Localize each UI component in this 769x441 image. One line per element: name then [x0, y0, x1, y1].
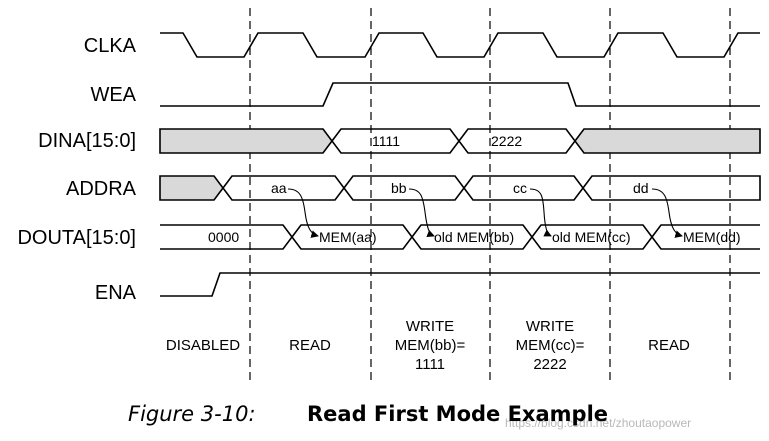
caption-number: Figure 3-10:: [128, 402, 256, 426]
arrow-aa-to-mem-aa: [287, 188, 319, 238]
addra-value-dd: dd: [633, 180, 649, 196]
phase-read-1: READ: [289, 337, 331, 354]
dina-bus: 1111 2222: [159, 128, 761, 154]
clock-edge-guides: [249, 8, 731, 385]
addra-bus: aa bb cc dd: [159, 175, 761, 201]
wea-waveform: [160, 82, 760, 107]
signal-label-dina: DINA[15:0]: [38, 130, 136, 152]
dina-value-1111: 1111: [372, 133, 400, 149]
signal-label-addra: ADDRA: [66, 178, 137, 200]
arrow-bb-to-old-mem-bb: [408, 188, 435, 238]
signal-label-clka: CLKA: [84, 35, 137, 57]
phase-write-bb-line-3: 1111: [415, 356, 445, 373]
douta-value-0000: 0000: [208, 229, 239, 245]
phase-write-cc-line-1: WRITE: [526, 318, 574, 335]
douta-value-mem-dd: MEM(dd): [683, 229, 741, 245]
douta-value-mem-aa: MEM(aa): [319, 229, 377, 245]
arrow-cc-to-old-mem-cc: [529, 188, 552, 237]
phase-disabled: DISABLED: [166, 337, 240, 354]
signal-label-wea: WEA: [90, 84, 136, 106]
douta-segment-mem-dd: [651, 224, 760, 250]
caption-title: Read First Mode Example: [307, 402, 608, 426]
douta-value-old-mem-cc: old MEM(cc): [552, 229, 631, 245]
phase-write-cc-line-2: MEM(cc)=: [516, 337, 585, 354]
douta-value-old-mem-bb: old MEM(bb): [434, 229, 514, 245]
dina-value-2222: 2222: [491, 133, 522, 149]
addra-value-bb: bb: [391, 180, 407, 196]
clka-waveform: [160, 32, 760, 58]
addra-undefined: [159, 175, 224, 201]
phase-write-cc-line-3: 2222: [533, 356, 566, 373]
arrow-dd-to-mem-dd: [651, 188, 683, 238]
causality-arrows: [287, 188, 683, 238]
dina-undefined-left: [159, 128, 333, 154]
phase-labels: DISABLED READ WRITE MEM(bb)= 1111 WRITE …: [166, 318, 690, 373]
ena-waveform: [160, 272, 760, 297]
phase-write-bb-line-1: WRITE: [406, 318, 454, 335]
watermark: https://blog.csdn.net/zhoutaopower: [505, 416, 691, 430]
signal-label-ena: ENA: [95, 282, 137, 304]
addra-value-cc: cc: [513, 180, 527, 196]
dina-undefined-right: [574, 128, 761, 154]
phase-read-2: READ: [648, 337, 690, 354]
addra-value-aa: aa: [271, 180, 287, 196]
addra-segment-dd: [582, 175, 761, 201]
signal-label-douta: DOUTA[15:0]: [17, 227, 136, 249]
douta-bus: 0000 MEM(aa) old MEM(bb) old MEM(cc) MEM…: [160, 224, 760, 250]
phase-write-bb-line-2: MEM(bb)=: [395, 337, 466, 354]
